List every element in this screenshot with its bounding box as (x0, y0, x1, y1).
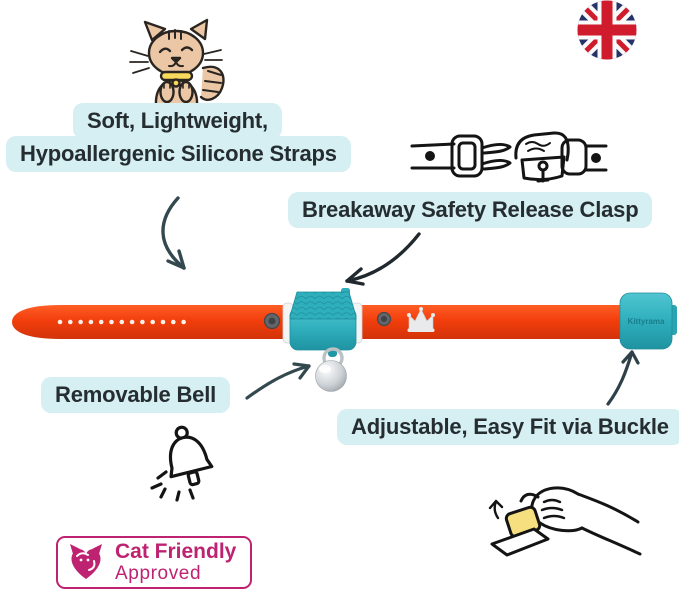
happy-cat-doodle-icon (129, 18, 225, 108)
collar-adjustment-holes (57, 319, 186, 325)
adjustment-buckle: Kittyrama (619, 292, 677, 350)
callout-bell: Removable Bell (41, 377, 231, 413)
callout-clasp: Breakaway Safety Release Clasp (288, 192, 653, 228)
callout-straps-line1: Soft, Lightweight, (73, 103, 282, 139)
breakaway-clasp (282, 288, 363, 357)
badge-subtitle: Approved (115, 563, 202, 585)
arrow-up-right-icon (245, 362, 311, 400)
crown-charm-icon (407, 307, 435, 332)
uk-flag-icon (577, 0, 637, 60)
cat-friendly-heart-logo-icon (70, 544, 102, 580)
cat-friendly-approved-badge: Cat Friendly Approved (56, 536, 253, 589)
bell-doodle-icon (150, 425, 214, 502)
callout-straps-line2: Hypoallergenic Silicone Straps (6, 136, 351, 172)
hand-adjusting-buckle-doodle-icon (488, 486, 642, 557)
arrow-down-icon (161, 196, 186, 270)
buckle-brand-text: Kittyrama (628, 317, 665, 326)
badge-title: Cat Friendly (115, 540, 237, 563)
arrow-up-icon (606, 350, 640, 406)
collar-rivet (376, 311, 392, 327)
collar-bell (315, 360, 347, 392)
cat-collar-product: Kittyrama (12, 288, 677, 392)
breakaway-clasp-doodle-icon (410, 131, 608, 183)
callout-buckle: Adjustable, Easy Fit via Buckle (337, 409, 679, 445)
arrow-down-left-icon (345, 232, 421, 286)
collar-rivet (263, 312, 281, 330)
